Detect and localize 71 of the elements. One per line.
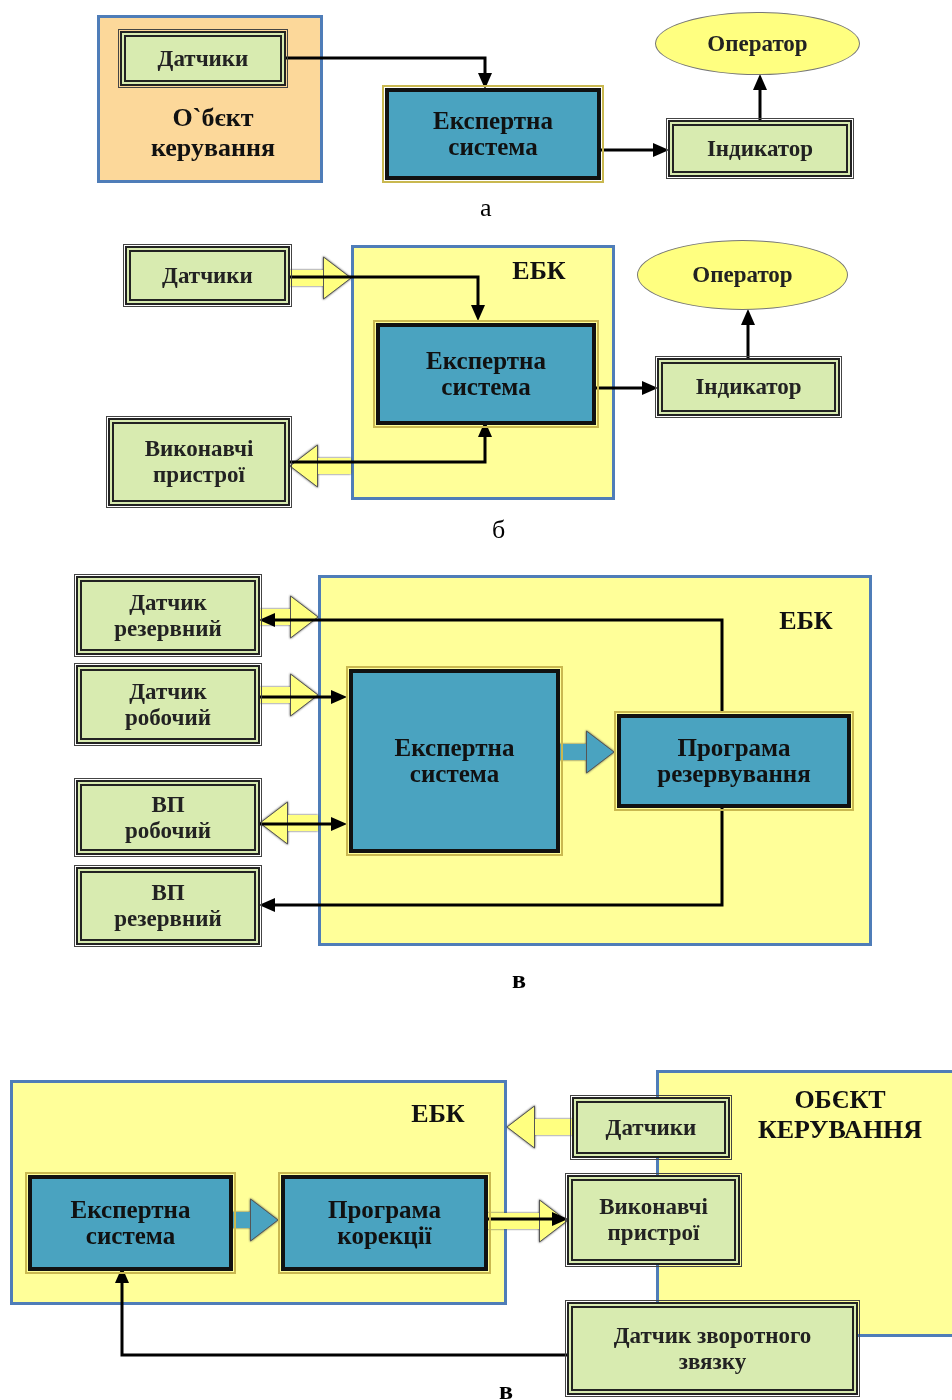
device-box bbox=[76, 867, 260, 945]
arrow bbox=[741, 309, 755, 358]
block-arrow bbox=[289, 444, 351, 488]
arrow bbox=[753, 74, 767, 120]
arrow bbox=[290, 275, 485, 321]
process-box bbox=[349, 669, 560, 853]
device-box bbox=[572, 1097, 730, 1158]
box-label: Індикатор bbox=[705, 135, 815, 162]
device-box bbox=[76, 576, 260, 655]
device-box bbox=[76, 780, 260, 855]
device-box bbox=[125, 246, 290, 305]
device-box bbox=[76, 665, 260, 744]
panel-title: О`бєкт керування bbox=[149, 103, 277, 163]
arrow bbox=[260, 690, 347, 704]
box-label: Виконавчі пристрої bbox=[143, 436, 255, 488]
arrow bbox=[259, 805, 724, 912]
block-arrow bbox=[260, 595, 319, 639]
box-label: Експертна система bbox=[69, 1197, 192, 1249]
block-arrow bbox=[260, 673, 319, 717]
panel-title: ОБЄКТ КЕРУВАННЯ bbox=[756, 1085, 924, 1145]
box-label: Датчик зворотного звязку bbox=[612, 1322, 813, 1375]
block-arrow bbox=[485, 1199, 568, 1243]
arrow bbox=[283, 56, 492, 89]
box-label: Датчики bbox=[161, 262, 254, 289]
figure-label: б bbox=[492, 515, 506, 545]
object-panel bbox=[97, 15, 323, 183]
process-box bbox=[28, 1175, 233, 1271]
device-box bbox=[567, 1175, 740, 1265]
block-arrow bbox=[506, 1105, 572, 1149]
device-box bbox=[120, 31, 286, 86]
group-panel bbox=[351, 245, 615, 500]
device-box bbox=[668, 120, 852, 177]
box-label: ВП резервний bbox=[113, 880, 223, 932]
block-arrow bbox=[230, 1198, 279, 1242]
process-box bbox=[385, 88, 601, 180]
figure-label: в bbox=[499, 1376, 514, 1400]
box-label: Індикатор bbox=[694, 374, 803, 400]
box-label: Експертна система bbox=[425, 348, 547, 400]
panel-title: ЕБК bbox=[778, 606, 834, 636]
box-label: Програма резервування bbox=[656, 735, 812, 787]
figure-label: в bbox=[512, 965, 527, 995]
block-arrow bbox=[290, 256, 352, 300]
box-label: Експертна система bbox=[432, 108, 554, 160]
device-box bbox=[108, 418, 290, 506]
box-label: Датчик резервний bbox=[113, 589, 223, 642]
box-label: Виконавчі пристрої bbox=[598, 1194, 709, 1246]
box-label: Оператор bbox=[706, 30, 809, 57]
box-label: Датчик робочий bbox=[124, 678, 212, 731]
arrow bbox=[259, 613, 724, 711]
box-label: Оператор bbox=[691, 262, 794, 288]
process-box bbox=[281, 1175, 488, 1271]
arrow bbox=[593, 381, 658, 395]
box-label: Експертна система bbox=[393, 735, 516, 787]
box-label: ВП робочий bbox=[124, 791, 212, 844]
box-label: Датчики bbox=[604, 1114, 698, 1141]
block-arrow bbox=[259, 801, 318, 845]
arrow bbox=[485, 1212, 568, 1226]
arrow bbox=[601, 143, 669, 157]
panel-title: ЕБК bbox=[511, 256, 567, 286]
box-label: Програма корекції bbox=[327, 1197, 442, 1249]
arrow bbox=[260, 817, 347, 831]
block-arrow bbox=[557, 730, 615, 774]
device-box bbox=[567, 1302, 858, 1395]
group-panel bbox=[318, 575, 872, 946]
process-box bbox=[376, 323, 596, 425]
group-panel bbox=[10, 1080, 507, 1305]
device-box bbox=[657, 358, 840, 416]
figure-label: а bbox=[480, 193, 492, 223]
process-box bbox=[617, 714, 851, 808]
panel-title: ЕБК bbox=[410, 1099, 466, 1129]
box-label: Датчики bbox=[156, 45, 250, 72]
